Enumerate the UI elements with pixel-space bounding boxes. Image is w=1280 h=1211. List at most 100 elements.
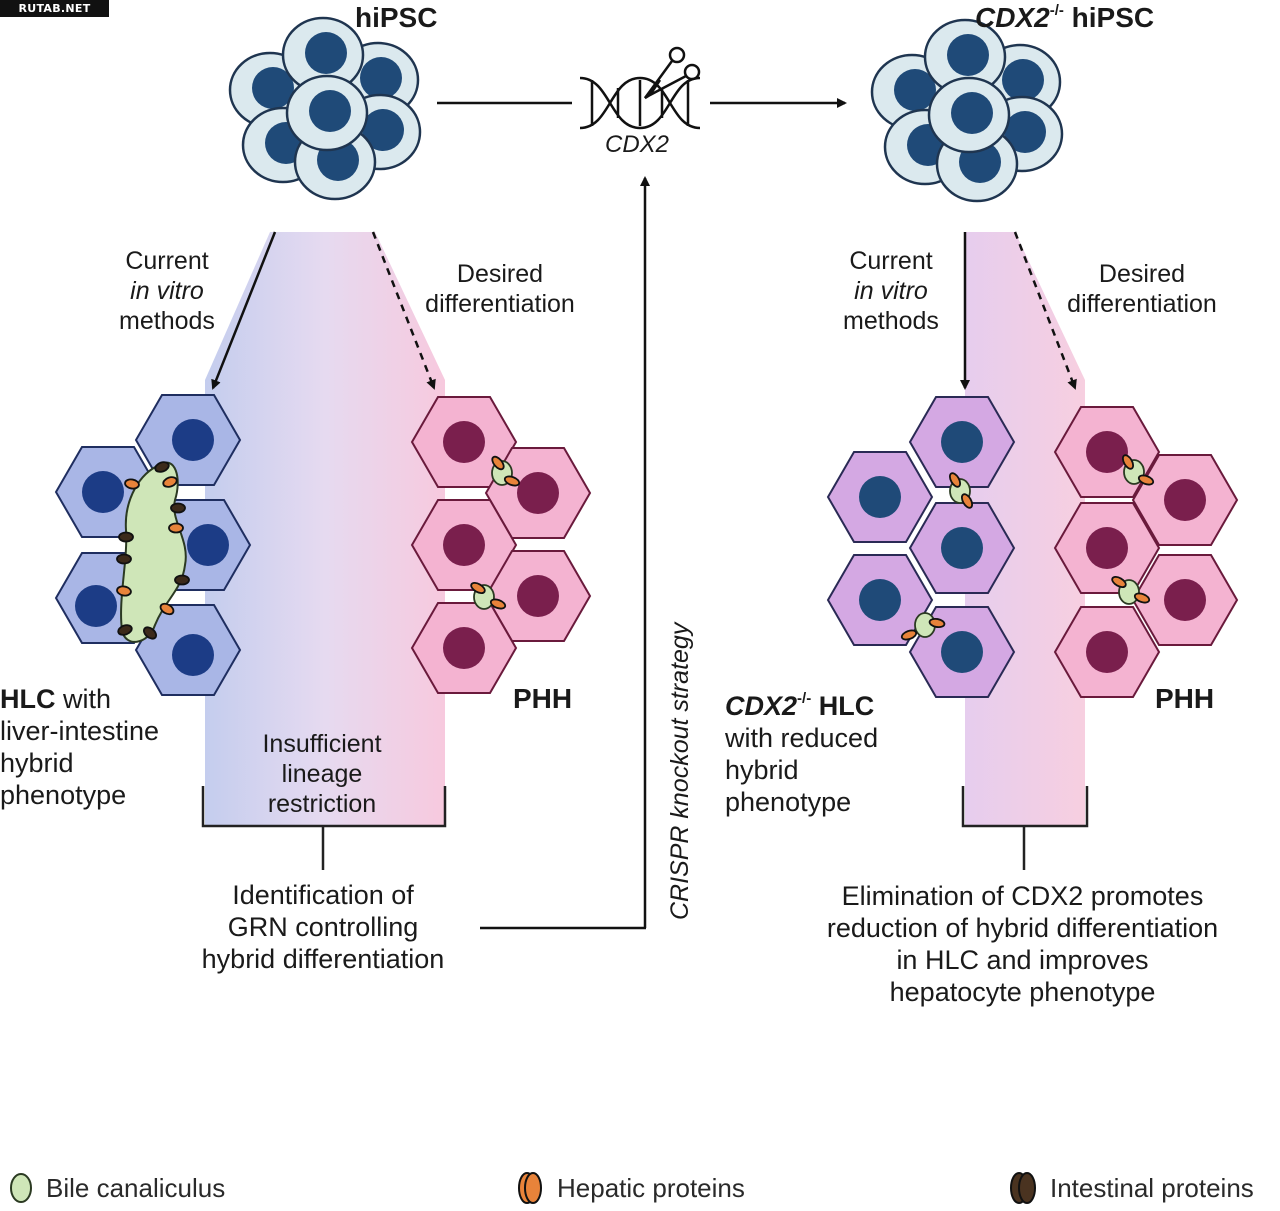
nucleus [172, 634, 214, 676]
nucleus [1002, 59, 1044, 101]
nucleus [1086, 631, 1128, 673]
nucleus [894, 69, 936, 111]
hepatocyte-cell [826, 451, 934, 543]
legend-label: Intestinal proteins [1050, 1172, 1254, 1203]
nucleus [252, 67, 294, 109]
left-funnel [205, 232, 445, 825]
legend-label: Hepatic proteins [557, 1172, 745, 1203]
phh-tissue-left [410, 396, 592, 694]
hepatic-protein-icon [518, 1172, 542, 1204]
label-line: Desired [1098, 260, 1186, 288]
legend-intestinal-proteins: Intestinal proteins [1008, 1168, 1254, 1208]
hlc-bold: HLC [0, 684, 56, 714]
label-line: restriction [267, 790, 377, 818]
stem-cell [923, 18, 1007, 96]
stem-cell [927, 76, 1011, 154]
cdx2-ko-hipsc-title: CDX2-/- hiPSC [975, 2, 1154, 34]
hepatic-protein [900, 629, 918, 641]
nucleus [443, 421, 485, 463]
nucleus [360, 57, 402, 99]
current-methods-label-left: Current in vitro methods [108, 246, 226, 336]
intestinal-protein [117, 624, 133, 636]
current-methods-arrow-left [211, 231, 277, 390]
label-line: methods [843, 307, 939, 335]
legend-label: Bile canaliculus [46, 1172, 226, 1203]
phh-tissue-right [1053, 406, 1239, 698]
hipsc-title: hiPSC [355, 2, 438, 33]
label-line: liver-intestine [0, 716, 160, 746]
intestinal-protein [116, 553, 132, 565]
legend-bile-canaliculus: Bile canaliculus [8, 1168, 225, 1208]
hepatocyte-cell [908, 396, 1016, 488]
hepatocyte-cell [826, 554, 934, 646]
desired-differentiation-arrow-right [1013, 231, 1077, 390]
label-line: Elimination of CDX2 promotes [841, 881, 1204, 911]
hepatocyte-cell [908, 606, 1016, 698]
hlc-gene: CDX2 [725, 691, 798, 721]
hepatic-protein [491, 455, 505, 471]
nucleus [305, 32, 347, 74]
label-line: lineage [281, 760, 363, 788]
stem-cell [285, 74, 369, 152]
label-line: differentiation [1067, 290, 1217, 318]
intestinal-protein [118, 531, 134, 543]
label-line: hybrid differentiation [201, 944, 445, 974]
stem-cell [281, 16, 365, 94]
intestinal-protein [143, 626, 157, 640]
label-line: hepatocyte phenotype [889, 977, 1156, 1007]
intestinal-protein [154, 461, 170, 473]
legend-hepatic-proteins: Hepatic proteins [515, 1168, 745, 1208]
hepatic-protein [1121, 454, 1135, 470]
hepatic-protein [503, 475, 521, 487]
hepatic-protein [1133, 592, 1151, 604]
hepatic-protein [948, 472, 962, 488]
right-bracket [961, 786, 1089, 870]
intestinal-protein [174, 574, 190, 586]
nucleus [1086, 431, 1128, 473]
bile-canaliculus [470, 581, 507, 610]
label-line: methods [119, 307, 215, 335]
intestinal-protein [170, 502, 186, 514]
hepatic-protein [124, 478, 140, 490]
hepatocyte-cell [1053, 606, 1161, 698]
hepatic-protein [489, 598, 507, 610]
bile-canaliculus [1111, 575, 1151, 605]
hepatic-protein [470, 581, 486, 595]
phh-label-right: PHH [1155, 683, 1215, 714]
hepatocyte-cell [1053, 502, 1161, 594]
hlc-label: HLC with liver-intestine hybrid phenotyp… [0, 683, 159, 811]
hepatocyte-cell [908, 502, 1016, 594]
nucleus [187, 524, 229, 566]
label-line: in vitro [854, 277, 928, 305]
nucleus [859, 579, 901, 621]
hepatic-protein [162, 476, 178, 488]
hepatocyte-cell [410, 499, 518, 591]
nucleus [941, 631, 983, 673]
desired-differentiation-arrow-left [371, 231, 436, 390]
bile-canaliculus-icon [10, 1173, 32, 1203]
nucleus [362, 109, 404, 151]
result-label: Elimination of CDX2 promotes reduction o… [780, 880, 1265, 1008]
cdx2-gene-label: CDX2 [605, 131, 670, 158]
hepatic-protein [168, 522, 184, 534]
nucleus [517, 472, 559, 514]
grn-label: Identification of GRN controlling hybrid… [168, 879, 478, 975]
crispr-strategy-label: CRISPR knockout strategy [666, 622, 694, 920]
nucleus [941, 421, 983, 463]
desired-differentiation-label-right: Desired differentiation [1052, 259, 1232, 319]
label-line: differentiation [425, 290, 575, 318]
bile-canaliculus [491, 455, 521, 487]
nucleus [309, 90, 351, 132]
nucleus [443, 524, 485, 566]
nucleus [941, 527, 983, 569]
nucleus [75, 585, 117, 627]
canaliculus-body [120, 461, 187, 643]
bile-canaliculus [900, 612, 946, 641]
hybrid-bile-canaliculus [116, 461, 190, 643]
hepatic-protein [116, 585, 132, 597]
hepatocyte-cell [484, 550, 592, 642]
bile-canaliculus [1121, 454, 1155, 486]
nucleus [1004, 111, 1046, 153]
bile-canaliculi [116, 454, 1155, 643]
